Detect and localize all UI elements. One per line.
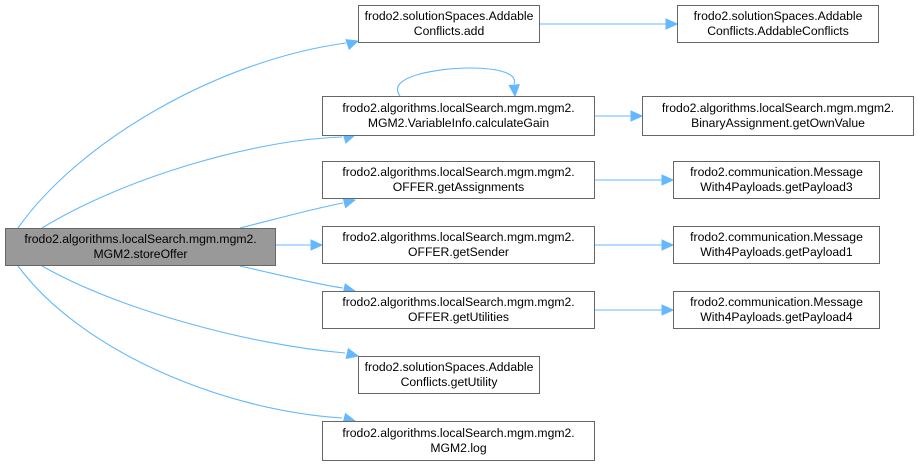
node-label-line2: With4Payloads.getPayload4 — [700, 310, 853, 324]
arrowhead-storeOffer-to-add — [345, 39, 360, 51]
node-label-line1: frodo2.communication.Message — [690, 295, 863, 309]
arrowhead-getAssignments-to-getPayload3 — [661, 174, 675, 186]
node-label-line2: MGM2.storeOffer — [93, 247, 188, 261]
arrowhead-getUtilities-to-getPayload4 — [661, 304, 675, 316]
arrowhead-getSender-to-getPayload1 — [661, 239, 675, 251]
node-label-line2: OFFER.getUtilities — [408, 310, 509, 324]
function-node-log[interactable]: frodo2.algorithms.localSearch.mgm.mgm2.M… — [322, 421, 595, 461]
edge-calculateGain-to-calculateGain — [397, 67, 516, 97]
node-label-line1: frodo2.algorithms.localSearch.mgm.mgm2. — [24, 232, 257, 246]
node-label-line1: frodo2.algorithms.localSearch.mgm.mgm2. — [342, 426, 575, 440]
node-label-line1: frodo2.solutionSpaces.Addable — [693, 9, 863, 23]
node-label-line1: frodo2.algorithms.localSearch.mgm.mgm2. — [342, 295, 575, 309]
arrowhead-storeOffer-to-getSender — [310, 239, 324, 251]
arrowhead-add-to-AddableConflicts — [665, 18, 679, 30]
edge-storeOffer-to-getUtilities — [239, 265, 344, 289]
arrowhead-storeOffer-to-getUtility — [345, 347, 360, 360]
arrowhead-calculateGain-to-calculateGain — [508, 84, 520, 98]
node-label-line1: frodo2.solutionSpaces.Addable — [364, 360, 534, 374]
root-function-node[interactable]: frodo2.algorithms.localSearch.mgm.mgm2.M… — [5, 228, 276, 266]
function-node-calculateGain[interactable]: frodo2.algorithms.localSearch.mgm.mgm2.M… — [322, 96, 595, 136]
node-label-line1: frodo2.solutionSpaces.Addable — [364, 9, 534, 23]
node-label-line2: With4Payloads.getPayload1 — [700, 245, 853, 259]
node-label-line1: frodo2.algorithms.localSearch.mgm.mgm2. — [342, 165, 575, 179]
edge-storeOffer-to-add — [17, 42, 347, 229]
node-label-line2: MGM2.VariableInfo.calculateGain — [367, 116, 550, 130]
node-label-line1: frodo2.algorithms.localSearch.mgm.mgm2. — [342, 101, 575, 115]
node-label-line2: Conflicts.getUtility — [400, 375, 498, 389]
node-label-line2: Conflicts.AddableConflicts — [707, 24, 849, 38]
edge-storeOffer-to-getAssignments — [239, 202, 344, 229]
edge-storeOffer-to-getUtility — [41, 265, 346, 354]
function-node-getSender[interactable]: frodo2.algorithms.localSearch.mgm.mgm2.O… — [322, 226, 595, 264]
node-label-line2: Conflicts.add — [413, 24, 485, 38]
arrowhead-calculateGain-to-getOwnValue — [630, 110, 644, 122]
function-node-getAssignments[interactable]: frodo2.algorithms.localSearch.mgm.mgm2.O… — [322, 161, 595, 199]
node-label-line1: frodo2.communication.Message — [690, 165, 863, 179]
node-label-line2: OFFER.getAssignments — [392, 180, 525, 194]
node-label-line2: OFFER.getSender — [408, 245, 509, 259]
node-label-line1: frodo2.algorithms.localSearch.mgm.mgm2. — [661, 101, 895, 115]
node-label-line1: frodo2.communication.Message — [690, 230, 863, 244]
arrowhead-storeOffer-to-getAssignments — [342, 197, 357, 209]
edge-storeOffer-to-log — [17, 265, 343, 419]
edge-storeOffer-to-calculateGain — [41, 136, 343, 229]
node-label-line2: BinaryAssignment.getOwnValue — [691, 116, 865, 130]
node-label-line2: With4Payloads.getPayload3 — [700, 180, 853, 194]
function-node-getUtilities[interactable]: frodo2.algorithms.localSearch.mgm.mgm2.O… — [322, 291, 595, 329]
node-label-line2: MGM2.log — [430, 441, 487, 455]
function-node-getOwnValue[interactable]: frodo2.algorithms.localSearch.mgm.mgm2.B… — [642, 96, 914, 136]
node-label-line1: frodo2.algorithms.localSearch.mgm.mgm2. — [342, 230, 575, 244]
